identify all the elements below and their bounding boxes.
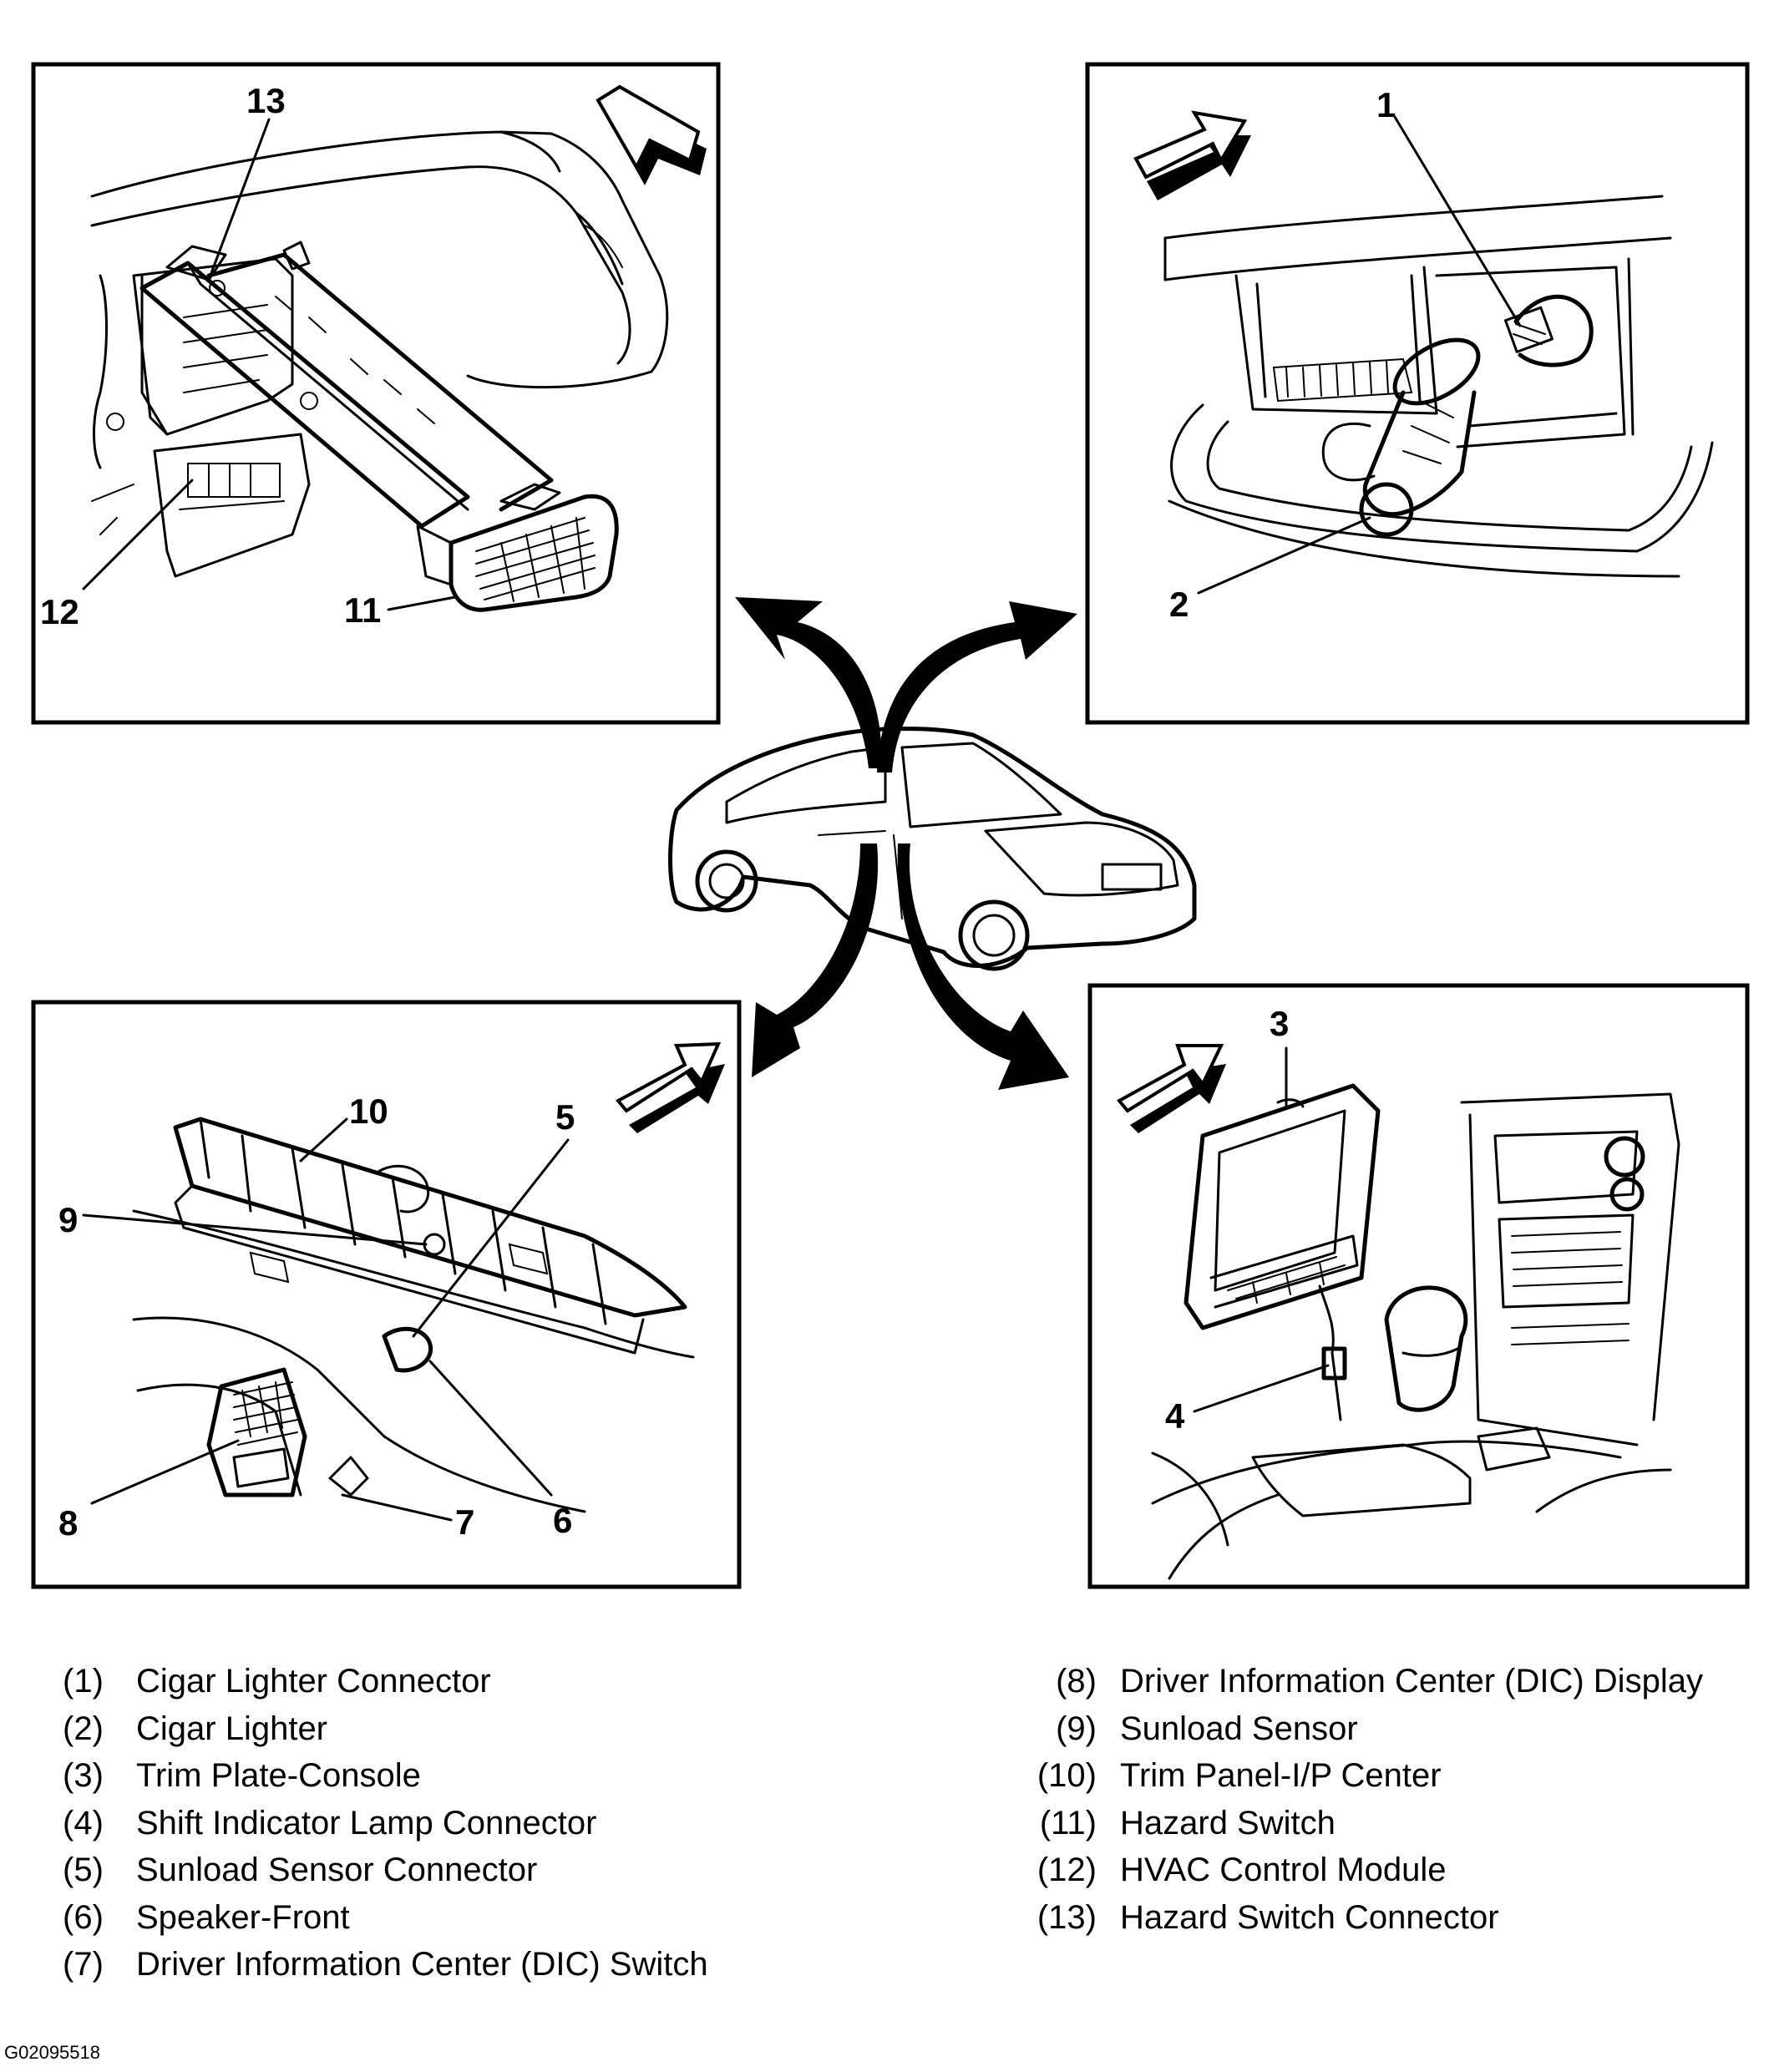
callout-7: 7 [455, 1502, 474, 1542]
legend-number: (1) [63, 1663, 104, 1700]
legend-right-column: (8) Driver Information Center (DIC) Displ… [1006, 1658, 1703, 1941]
legend-number: (9) [1056, 1710, 1097, 1747]
panel-ip-center-dic: 10 5 9 8 7 6 [31, 1000, 742, 1589]
component-locator-diagram: 13 12 11 [31, 62, 1750, 1589]
callout-3: 3 [1270, 1004, 1289, 1043]
legend-number: (6) [63, 1898, 104, 1936]
panel-hazard-switch: 13 12 11 [31, 62, 721, 725]
vehicle-locator [668, 597, 1197, 1090]
arrow-to-top-right-icon [877, 601, 1077, 773]
callout-2: 2 [1169, 585, 1189, 624]
legend-label: Sunload Sensor Connector [136, 1852, 538, 1888]
legend-number: (3) [63, 1757, 104, 1794]
legend-item: (6) Speaker-Front [63, 1894, 708, 1942]
legend-item: (10) Trim Panel-I/P Center [1006, 1752, 1703, 1800]
vehicle-icon [668, 727, 1197, 971]
arrow-to-bottom-left-icon [752, 843, 879, 1077]
legend-item: (3) Trim Plate-Console [63, 1752, 708, 1800]
legend-item: (4) Shift Indicator Lamp Connector [63, 1800, 708, 1847]
legend-label: Speaker-Front [136, 1898, 350, 1936]
callout-5: 5 [555, 1097, 575, 1137]
callout-10: 10 [349, 1092, 388, 1131]
legend-item: (5) Sunload Sensor Connector [63, 1847, 708, 1894]
legend-item: (1) Cigar Lighter Connector [63, 1658, 708, 1705]
legend-label: Hazard Switch [1120, 1804, 1336, 1841]
legend-label: Shift Indicator Lamp Connector [136, 1804, 597, 1841]
arrow-to-top-left-icon [735, 597, 882, 768]
callout-1: 1 [1376, 85, 1396, 124]
panel-cigar-lighter: 1 2 [1085, 62, 1750, 725]
hazard-switch-drawing [416, 483, 619, 612]
direction-arrow-icon [1116, 1044, 1226, 1133]
legend-number: (8) [1056, 1663, 1097, 1700]
legend-label: Trim Plate-Console [136, 1757, 421, 1794]
legend-number: (10) [1037, 1757, 1097, 1794]
legend-item: (12) HVAC Control Module [1006, 1847, 1703, 1894]
direction-arrow-icon [615, 1041, 725, 1133]
legend-number: (7) [63, 1946, 104, 1983]
legend-label: Cigar Lighter Connector [136, 1663, 491, 1700]
callout-12: 12 [40, 592, 79, 631]
legend-number: (11) [1039, 1804, 1097, 1841]
callout-6: 6 [553, 1501, 572, 1540]
legend-left-column: (1) Cigar Lighter Connector (2) Cigar Ligh… [63, 1658, 708, 1988]
legend-number: (12) [1037, 1852, 1097, 1888]
legend-item: (8) Driver Information Center (DIC) Displ… [1006, 1658, 1703, 1705]
dic-display-drawing [206, 1367, 369, 1497]
callout-4: 4 [1165, 1396, 1185, 1436]
legend-item: (11) Hazard Switch [1006, 1800, 1703, 1847]
legend-label: Driver Information Center (DIC) Display [1120, 1663, 1703, 1700]
legend-number: (5) [63, 1852, 104, 1888]
panel-console-shift: 3 4 [1087, 983, 1750, 1589]
legend-item: (9) Sunload Sensor [1006, 1705, 1703, 1753]
callout-8: 8 [58, 1503, 78, 1543]
legend-item: (2) Cigar Lighter [63, 1705, 708, 1753]
cigar-lighter-connector-drawing [1503, 294, 1594, 367]
legend-item: (7) Driver Information Center (DIC) Switc… [63, 1941, 708, 1988]
legend-label: Sunload Sensor [1120, 1710, 1358, 1747]
legend-label: HVAC Control Module [1120, 1852, 1447, 1888]
legend-label: Trim Panel-I/P Center [1120, 1757, 1442, 1794]
legend-number: (4) [63, 1804, 104, 1841]
trim-plate-console-drawing [1184, 1083, 1381, 1330]
cigar-lighter-drawing [1321, 337, 1481, 537]
legend-item: (13) Hazard Switch Connector [1006, 1894, 1703, 1942]
legend-label: Cigar Lighter [136, 1710, 328, 1747]
legend-label: Hazard Switch Connector [1120, 1898, 1499, 1936]
arrow-to-bottom-right-icon [897, 843, 1069, 1090]
figure-id: G02095518 [4, 2042, 100, 2063]
legend-number: (2) [63, 1710, 104, 1747]
direction-arrow-icon [596, 84, 707, 185]
legend-label: Driver Information Center (DIC) Switch [136, 1946, 708, 1983]
callout-11: 11 [344, 590, 381, 630]
legend-number: (13) [1037, 1898, 1097, 1936]
callout-13: 13 [246, 81, 286, 120]
trim-panel-drawing [173, 1117, 687, 1355]
direction-arrow-icon [1133, 110, 1251, 200]
callout-9: 9 [58, 1200, 78, 1239]
